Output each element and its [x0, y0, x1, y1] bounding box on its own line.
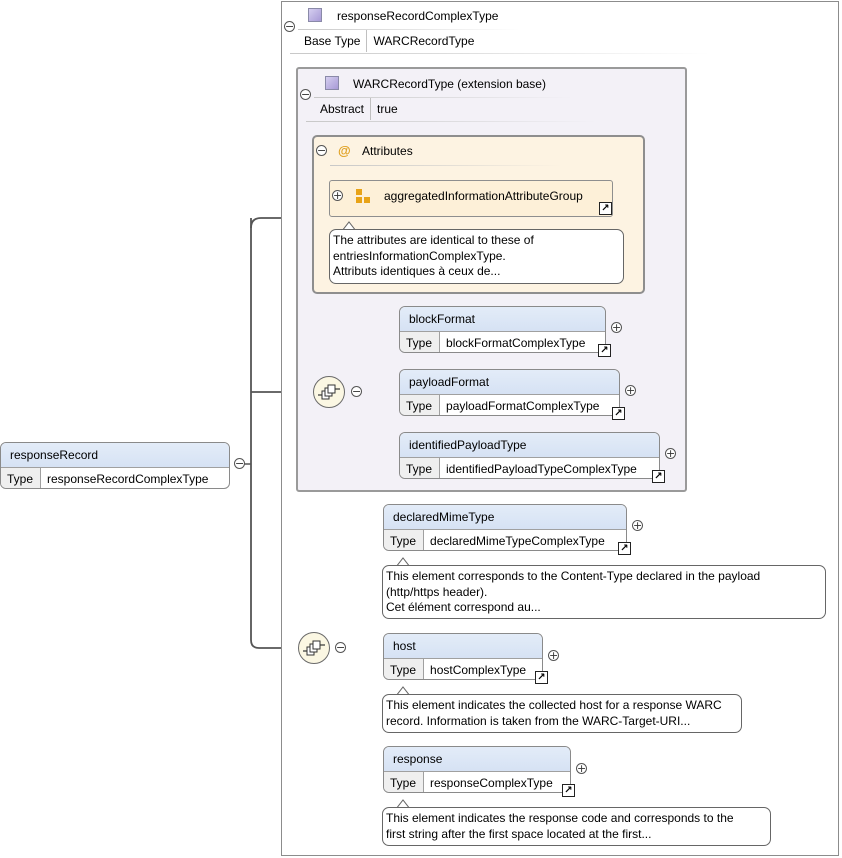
abstract-divider [306, 121, 596, 122]
response-note: This element indicates the response code… [382, 807, 771, 846]
element-block-format[interactable]: blockFormat Type blockFormatComplexType [399, 306, 606, 353]
extension-name: WARCRecordType (extension base) [353, 77, 546, 91]
sequence-icon [318, 384, 340, 400]
element-response[interactable]: response Type responseComplexType [383, 746, 571, 793]
expand-identified-payload-type-toggle[interactable]: + [665, 447, 676, 460]
note-line: This element indicates the response code… [386, 811, 734, 825]
base-type-row: Base Type WARCRecordType [298, 30, 480, 52]
sequence-compositor-2[interactable] [298, 632, 330, 664]
collapse-sequence-2-toggle[interactable]: − [335, 641, 346, 654]
abstract-row: Abstract true [314, 98, 404, 120]
collapse-attributes-toggle[interactable]: − [316, 144, 327, 157]
element-name: blockFormat [400, 307, 605, 332]
element-type-row: Type hostComplexType [384, 659, 542, 679]
element-type-label: Type [384, 530, 425, 550]
complex-type-icon [308, 8, 322, 22]
element-type-label: Type [400, 332, 441, 352]
base-type-divider [290, 53, 710, 54]
root-element-type-label: Type [1, 468, 42, 488]
attributes-note-line: Attributs identiques à ceux de... [333, 264, 501, 278]
element-name: host [384, 634, 542, 659]
attribute-group-jump-icon[interactable]: ↗ [599, 202, 612, 215]
element-type-label: Type [400, 458, 441, 478]
element-type-label: Type [384, 659, 425, 679]
element-identified-payload-type[interactable]: identifiedPayloadType Type identifiedPay… [399, 432, 660, 479]
element-type-value: responseComplexType [430, 776, 553, 790]
element-host[interactable]: host Type hostComplexType [383, 633, 543, 680]
jump-icon[interactable]: ↗ [612, 407, 625, 420]
base-type-value: WARCRecordType [373, 34, 475, 48]
note-line: Cet élément correspond au... [386, 600, 541, 614]
expand-block-format-toggle[interactable]: + [611, 321, 622, 334]
extension-type-icon [325, 76, 339, 90]
element-type-row: Type payloadFormatComplexType [400, 395, 619, 415]
attributes-note: The attributes are identical to these of… [329, 229, 624, 284]
complex-type-name: responseRecordComplexType [337, 9, 499, 23]
note-line: This element indicates the collected hos… [386, 698, 722, 712]
element-payload-format[interactable]: payloadFormat Type payloadFormatComplexT… [399, 369, 620, 416]
element-name: response [384, 747, 570, 772]
base-type-label: Base Type [298, 30, 368, 52]
declared-mime-type-note: This element corresponds to the Content-… [382, 565, 826, 619]
element-type-value: payloadFormatComplexType [446, 399, 600, 413]
jump-icon[interactable]: ↗ [618, 542, 631, 555]
note-line: first string after the first space locat… [386, 826, 652, 841]
note-line: This element corresponds to the Content-… [386, 569, 761, 583]
root-element-type-row: Type responseRecordComplexType [1, 468, 229, 488]
attributes-title: Attributes [362, 144, 413, 158]
element-name: payloadFormat [400, 370, 619, 395]
element-type-row: Type blockFormatComplexType [400, 332, 605, 352]
root-element-type-value: responseRecordComplexType [47, 472, 209, 486]
element-name: identifiedPayloadType [400, 433, 659, 458]
attribute-group-box[interactable] [329, 180, 613, 217]
attributes-divider [330, 165, 562, 166]
element-name: declaredMimeType [384, 505, 626, 530]
attributes-note-tip [342, 221, 356, 231]
attributes-note-line: entriesInformationComplexType. [333, 248, 506, 263]
element-type-value: declaredMimeTypeComplexType [430, 534, 605, 548]
expand-attribute-group-toggle[interactable]: + [332, 189, 343, 202]
expand-declared-mime-type-toggle[interactable]: + [632, 519, 643, 532]
note-line: (http/https header). [386, 584, 488, 599]
element-type-row: Type identifiedPayloadTypeComplexType [400, 458, 659, 478]
note-tip [396, 557, 410, 567]
expand-payload-format-toggle[interactable]: + [625, 384, 636, 397]
jump-icon[interactable]: ↗ [598, 344, 611, 357]
note-tip [396, 686, 410, 696]
extension-divider [314, 97, 572, 98]
collapse-complex-type-toggle[interactable]: − [284, 20, 295, 33]
attribute-group-name: aggregatedInformationAttributeGroup [384, 189, 583, 203]
element-type-label: Type [400, 395, 441, 415]
element-type-row: Type responseComplexType [384, 772, 570, 792]
jump-icon[interactable]: ↗ [535, 671, 548, 684]
note-line: record. Information is taken from the WA… [386, 713, 691, 728]
complex-type-divider [298, 29, 520, 30]
sequence-icon [303, 640, 325, 656]
element-type-row: Type declaredMimeTypeComplexType [384, 530, 626, 550]
element-declared-mime-type[interactable]: declaredMimeType Type declaredMimeTypeCo… [383, 504, 627, 551]
jump-icon[interactable]: ↗ [562, 784, 575, 797]
element-type-label: Type [384, 772, 425, 792]
expand-response-toggle[interactable]: + [576, 762, 587, 775]
attribute-group-icon [356, 189, 372, 205]
element-type-value: identifiedPayloadTypeComplexType [446, 462, 637, 476]
attributes-note-line: The attributes are identical to these of [333, 233, 534, 247]
jump-icon[interactable]: ↗ [652, 470, 665, 483]
host-note: This element indicates the collected hos… [382, 694, 742, 733]
attribute-at-icon: @ [338, 143, 351, 158]
abstract-value: true [377, 102, 398, 116]
element-type-value: blockFormatComplexType [446, 336, 586, 350]
collapse-root-toggle[interactable]: − [234, 457, 245, 470]
sequence-compositor-1[interactable] [313, 376, 345, 408]
collapse-sequence-1-toggle[interactable]: − [351, 385, 362, 398]
abstract-label: Abstract [314, 98, 372, 120]
element-type-value: hostComplexType [430, 663, 527, 677]
collapse-extension-toggle[interactable]: − [300, 88, 311, 101]
note-tip [396, 799, 410, 809]
root-element-name: responseRecord [1, 443, 229, 468]
root-element-box[interactable]: responseRecord Type responseRecordComple… [0, 442, 230, 489]
expand-host-toggle[interactable]: + [548, 649, 559, 662]
